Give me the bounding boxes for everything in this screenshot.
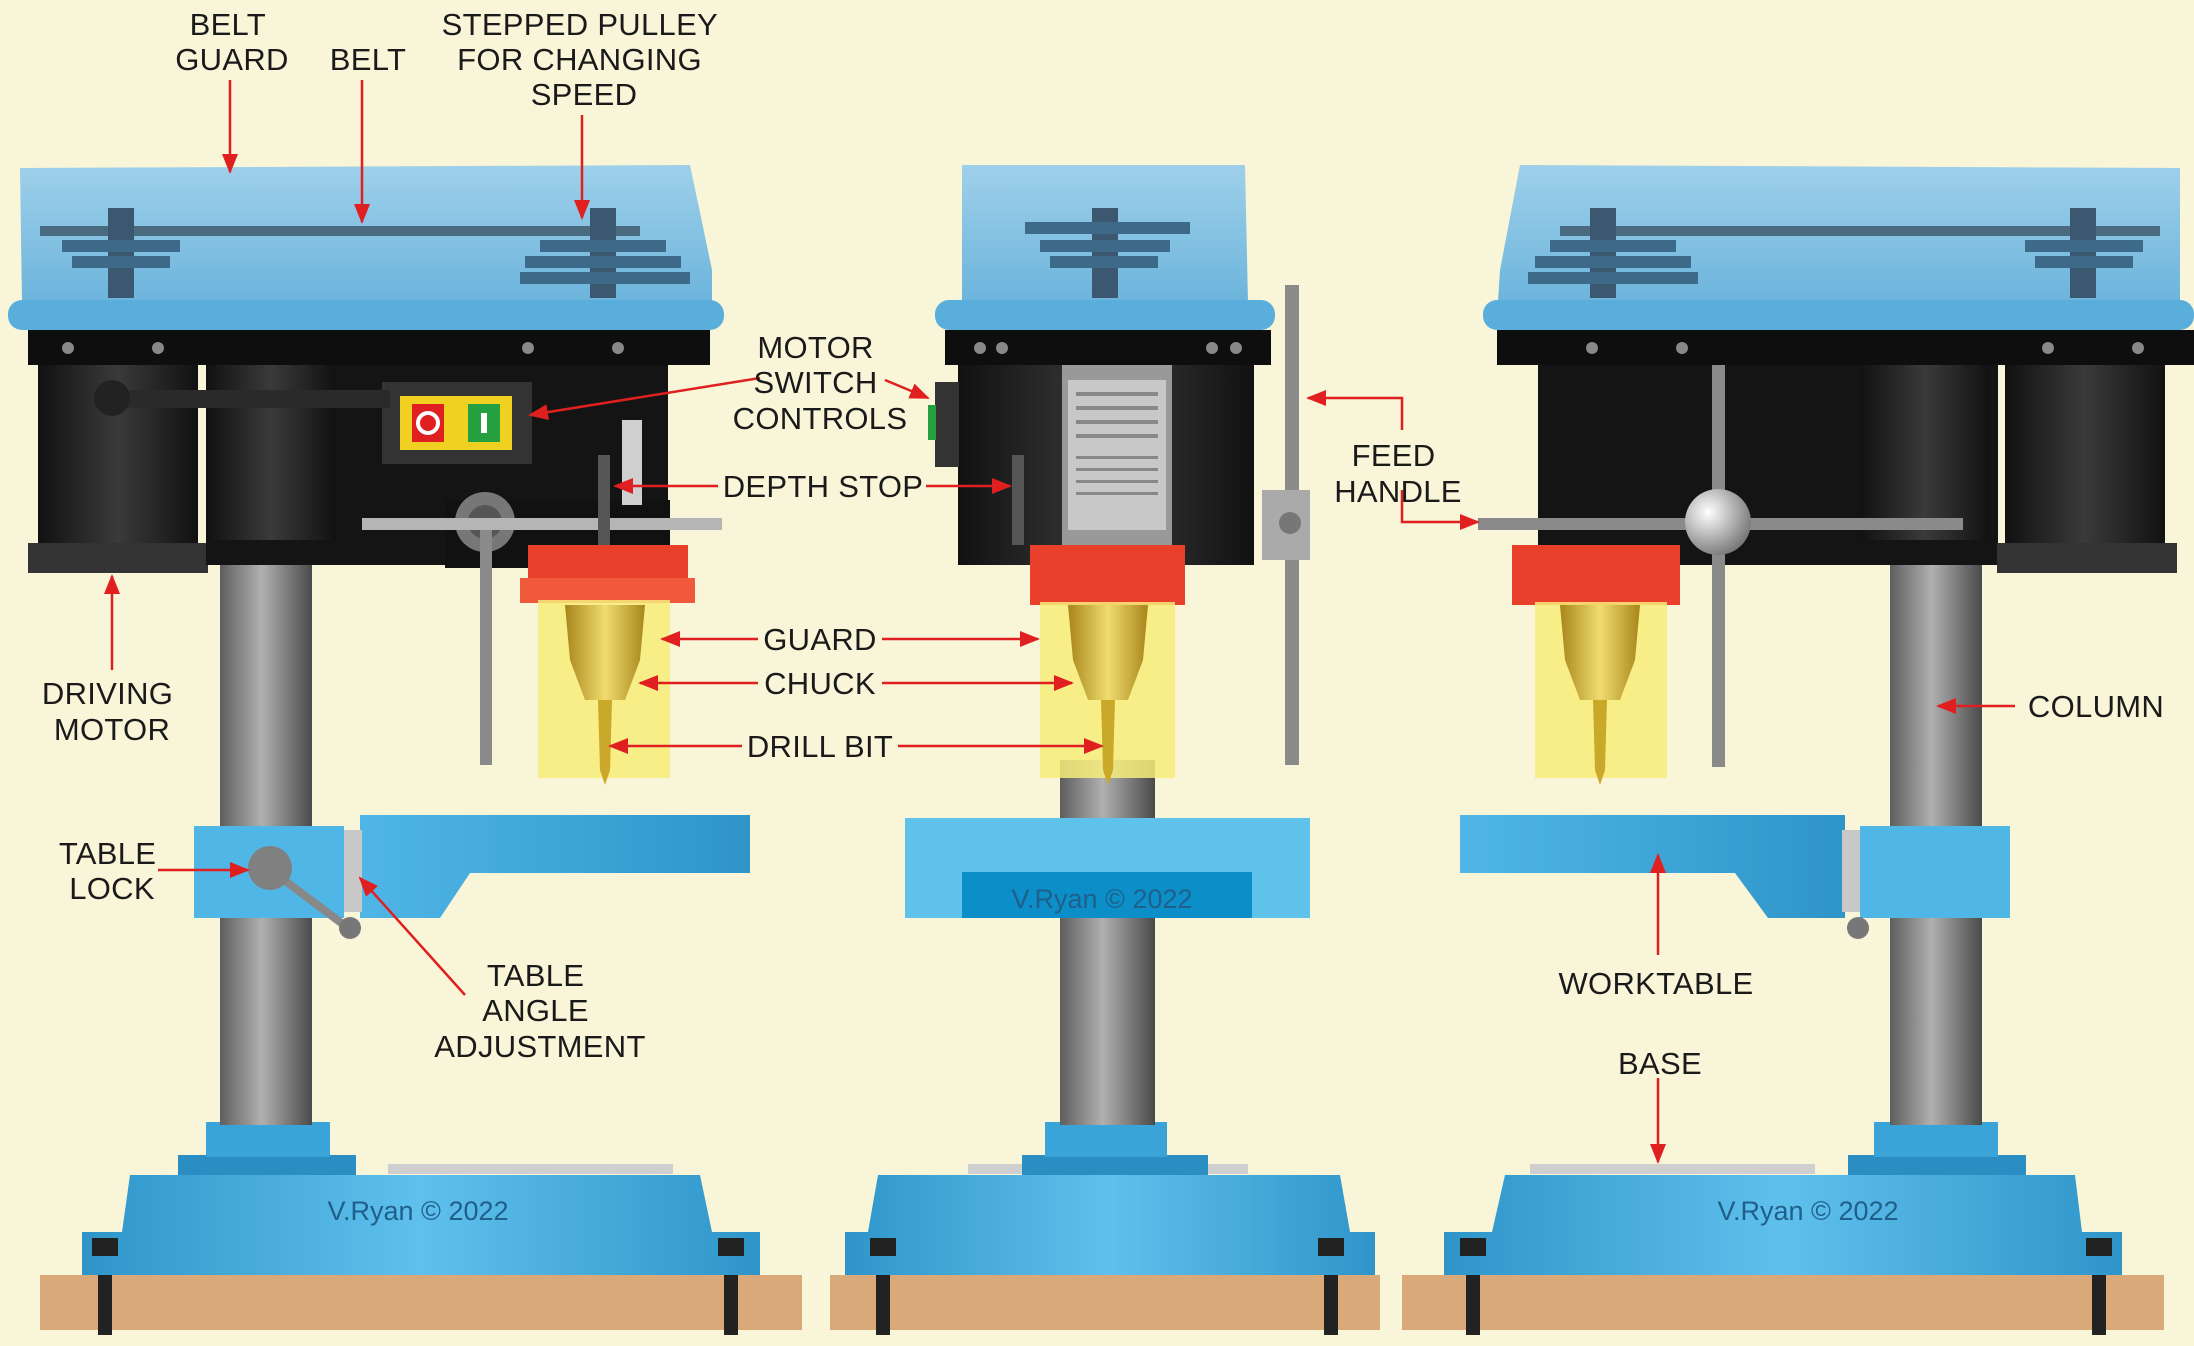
- workbench: [40, 1275, 802, 1330]
- label-motor-switch: MOTOR SWITCH CONTROLS: [733, 330, 908, 436]
- label-worktable: WORKTABLE: [1558, 966, 1753, 1001]
- column: [1890, 520, 1982, 1125]
- chuck: [1068, 605, 1148, 700]
- red-collar: [1030, 545, 1185, 605]
- drill-bit: [1593, 700, 1607, 785]
- label-table-lock: TABLE LOCK: [59, 836, 165, 906]
- table-angle-scale: [344, 830, 362, 912]
- label-base: BASE: [1618, 1046, 1702, 1081]
- watermark-middle-table: V.Ryan © 2022: [1011, 884, 1192, 914]
- labels: BELT GUARD BELT STEPPED PULLEY FOR CHANG…: [42, 7, 2164, 1081]
- watermark-right: V.Ryan © 2022: [1717, 1196, 1898, 1226]
- label-arrows: [104, 80, 2015, 1164]
- workbench: [1402, 1275, 2164, 1330]
- label-column: COLUMN: [2028, 689, 2164, 724]
- table-lock-knob: [248, 846, 292, 890]
- label-guard: GUARD: [763, 622, 876, 657]
- label-belt: BELT: [330, 42, 406, 77]
- worktable: [1460, 815, 1845, 918]
- base-plate: [388, 1164, 673, 1174]
- workbench: [830, 1275, 1380, 1330]
- right-drill-press: V.Ryan © 2022: [1402, 165, 2194, 1335]
- middle-drill-press: V.Ryan © 2022: [830, 165, 1380, 1335]
- label-belt-guard: BELT GUARD: [175, 7, 288, 77]
- left-drill-press: V.Ryan © 2022: [8, 165, 802, 1335]
- column: [1060, 760, 1155, 1125]
- label-table-angle: TABLE ANGLE ADJUSTMENT: [434, 958, 645, 1064]
- column-flange: [178, 1155, 356, 1175]
- belt: [40, 226, 640, 236]
- base: [1444, 1175, 2122, 1275]
- label-feed-handle: FEED HANDLE: [1334, 438, 1462, 509]
- chuck: [1560, 605, 1640, 700]
- depth-stop: [598, 455, 610, 545]
- label-driving-motor: DRIVING MOTOR: [42, 676, 182, 747]
- drill-bit: [1101, 700, 1115, 785]
- label-depth-stop: DEPTH STOP: [723, 469, 924, 504]
- worktable: [360, 815, 750, 918]
- red-collar: [1512, 545, 1680, 605]
- chuck: [565, 605, 645, 700]
- base: [82, 1175, 760, 1275]
- watermark-left: V.Ryan © 2022: [327, 1196, 508, 1226]
- depth-stop: [1012, 455, 1024, 545]
- drill-bit: [598, 700, 612, 785]
- column-collar: [206, 1122, 330, 1157]
- base: [845, 1175, 1375, 1275]
- column: [220, 520, 312, 1125]
- label-drill-bit: DRILL BIT: [747, 729, 893, 764]
- driving-motor: [2005, 365, 2165, 543]
- label-chuck: CHUCK: [764, 666, 876, 701]
- label-stepped-pulley: STEPPED PULLEY FOR CHANGING SPEED: [442, 7, 727, 112]
